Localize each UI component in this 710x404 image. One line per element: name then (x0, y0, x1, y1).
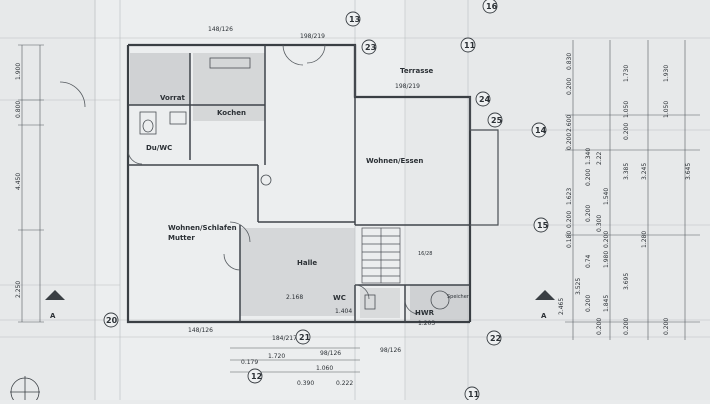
grid-marker: 24 (479, 95, 491, 104)
dim-label: 1.730 (623, 65, 630, 82)
dim-label: 1.203 (418, 320, 435, 327)
dim-label: 4.450 (15, 173, 22, 190)
grid-marker: 14 (535, 126, 547, 135)
dim-label: 1.720 (268, 353, 285, 360)
grid-marker: 12 (251, 372, 262, 381)
section-mark-left: A (50, 312, 56, 320)
stair-label: 16/28 (418, 251, 432, 257)
dim-label: 0.180 (566, 231, 573, 248)
dim-label: 1.845 (603, 295, 610, 312)
dim-label: 0.300 (596, 215, 603, 232)
grid-marker: 15 (537, 221, 549, 230)
room-label-wc: WC (333, 294, 346, 302)
dim-label: 0.800 (15, 101, 22, 118)
room-label-mutter: Mutter (168, 234, 195, 242)
hatched-areas (130, 53, 468, 320)
speicher-label: Speicher (447, 294, 470, 300)
grid-marker: 11 (468, 390, 480, 399)
door-swings (59, 44, 420, 315)
dim-label: 1.280 (641, 231, 648, 248)
dim-label: 0.200 (566, 78, 573, 95)
dim-label: 3.525 (575, 278, 582, 295)
section-mark-right: A (541, 312, 547, 320)
dim-label: 2.600 (566, 115, 573, 132)
dim-label: 0.200 (596, 318, 603, 335)
dim-label: 1.404 (335, 308, 352, 315)
dim-label: 0.390 (297, 380, 314, 387)
staircase (361, 227, 401, 284)
dim-label: 0.200 (566, 211, 573, 228)
room-label-wohnen-essen: Wohnen/Essen (366, 157, 423, 165)
grid-marker: 13 (349, 15, 360, 24)
dim-label: 0.179 (241, 359, 258, 366)
room-label-terrasse: Terrasse (400, 67, 434, 75)
dim-label: 1.540 (603, 188, 610, 205)
dim-label: 184/217 (272, 335, 297, 342)
grid-marker: 20 (106, 316, 118, 325)
room-label-halle: Halle (297, 259, 317, 267)
left-dimension-lines (18, 44, 44, 323)
dim-label: 1.900 (15, 63, 22, 80)
room-label-du-wc: Du/WC (146, 144, 172, 152)
dim-label: 1.930 (663, 65, 670, 82)
dim-label: 98/126 (320, 350, 341, 357)
dim-label: 3.245 (641, 163, 648, 180)
dim-label: 2.465 (558, 298, 565, 315)
room-label-vorrat: Vorrat (160, 94, 185, 102)
dim-label: 3.645 (685, 163, 692, 180)
dim-label: 0.200 (623, 318, 630, 335)
dim-label: 1.623 (566, 188, 573, 205)
dim-label: 0.222 (336, 380, 353, 387)
dim-label: 0.200 (663, 318, 670, 335)
dim-label: 0.200 (566, 133, 573, 150)
grid-marker: 11 (464, 41, 476, 50)
dim-label: 1.980 (603, 251, 610, 268)
dim-label: 0.200 (603, 231, 610, 248)
fixtures (139, 57, 450, 310)
dim-label: 0.200 (585, 295, 592, 312)
dim-label: 2.250 (15, 281, 22, 298)
dim-label: 1.050 (623, 101, 630, 118)
dim-label: 148/126 (208, 26, 233, 33)
dim-label: 198/219 (395, 83, 420, 90)
dim-label: 0.200 (585, 205, 592, 222)
section-markers (45, 290, 555, 300)
dim-label: 1.340 (585, 148, 592, 165)
dim-label: 1.050 (663, 101, 670, 118)
dim-label: 0.74 (585, 254, 592, 268)
dim-label: 198/219 (300, 33, 325, 40)
grid-marker: 21 (299, 333, 311, 342)
grid-marker-circles (103, 0, 549, 402)
dim-label: 3.695 (623, 273, 630, 290)
dim-label: 148/126 (188, 327, 213, 334)
dim-label: 0.200 (623, 123, 630, 140)
room-label-wohnen-schlafen: Wohnen/Schlafen (168, 224, 237, 232)
room-label-kochen: Kochen (217, 109, 246, 117)
grid-marker: 22 (490, 334, 501, 343)
room-label-hwr: HWR (415, 309, 435, 317)
compass-icon (10, 376, 40, 404)
dim-label: 98/126 (380, 347, 401, 354)
right-dimension-lines (565, 40, 700, 340)
dim-label: 3.385 (623, 163, 630, 180)
dim-label: 2.22 (596, 151, 603, 165)
dim-label: 0.830 (566, 53, 573, 70)
interior-walls (128, 45, 470, 322)
grid-marker: 25 (491, 116, 503, 125)
dim-label: 0.200 (585, 169, 592, 186)
grid-marker: 16 (486, 2, 498, 11)
dim-label: 2.168 (286, 294, 303, 301)
dim-label: 1.060 (316, 365, 333, 372)
grid-marker: 23 (365, 43, 376, 52)
